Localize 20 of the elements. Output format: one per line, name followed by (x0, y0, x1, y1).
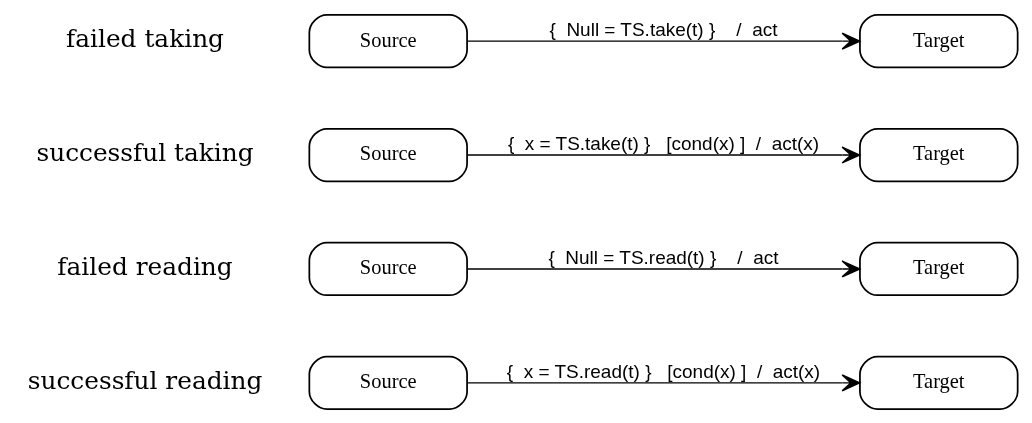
label: failed taking (66, 23, 224, 53)
arrow (466, 32, 861, 50)
node-box: Source (308, 355, 468, 410)
node-box: Source (308, 13, 468, 68)
edge-label: { Null = TS.take(t) } / act (549, 18, 778, 40)
node-box: Target (859, 13, 1019, 68)
edge-label: { x = TS.read(t) } [cond(x) ] / act(x) (506, 360, 821, 382)
label: successful taking (36, 137, 254, 167)
arrow (466, 145, 861, 164)
node-box: Target (859, 355, 1019, 410)
arrow (466, 259, 861, 278)
node-box: Target (859, 127, 1019, 182)
edge-label: { x = TS.take(t) } [cond(x) ] / act(x) (507, 132, 820, 154)
edge-label: { Null = TS.read(t) } / act (548, 246, 779, 268)
node-box: Source (308, 127, 468, 182)
node-box: Source (308, 241, 468, 296)
label: successful reading (27, 365, 263, 395)
node-box: Target (859, 241, 1019, 296)
arrow (466, 373, 861, 391)
label: failed reading (57, 251, 233, 281)
